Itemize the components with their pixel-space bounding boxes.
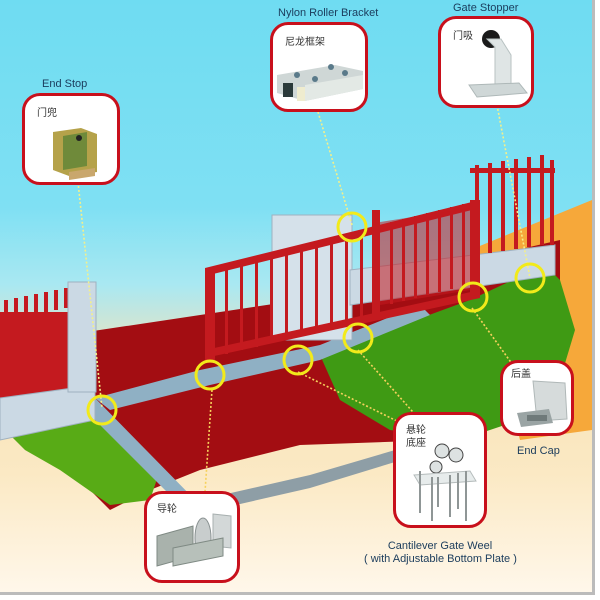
curb-bottom — [200, 450, 395, 512]
roller-bracket-icon — [277, 64, 363, 101]
cantilever-wheel-callout: 悬轮 底座 — [393, 412, 487, 528]
end-stop-bracket-icon — [53, 128, 97, 180]
curb-left — [80, 398, 200, 510]
end-cap-icon — [517, 380, 568, 427]
end-stop-cn-label: 门兜 — [37, 108, 57, 119]
end-stop-callout: 门兜 — [22, 93, 120, 185]
end-cap-title: End Cap — [517, 445, 560, 457]
guide-wheel-callout: 导轮 — [144, 491, 240, 583]
cantilever-wheel-cn-label-1: 悬轮 — [406, 425, 426, 436]
highlight-circles — [86, 211, 546, 426]
cantilever-wheel-icon — [413, 443, 477, 521]
gate-scene — [0, 104, 592, 512]
low-wall-left — [0, 384, 96, 441]
end-cap-cn-label: 后盖 — [511, 369, 531, 380]
gate-stopper-title: Gate Stopper — [453, 2, 519, 14]
guide-wheel-cn-label: 导轮 — [157, 504, 177, 515]
left-pillar — [67, 281, 97, 393]
gate-stopper-callout: 门吸 — [438, 16, 534, 108]
gate-stopper-cn-label: 门吸 — [453, 31, 473, 42]
gate-stopper-icon — [468, 30, 528, 98]
end-cap-callout: 后盖 — [500, 360, 574, 436]
guide-wheel-icon — [156, 513, 232, 567]
roller-bracket-cn-label: 尼龙框架 — [285, 37, 325, 48]
roller-bracket-callout: 尼龙框架 — [270, 22, 368, 112]
cantilever-wheel-title: Cantilever Gate Weel — [387, 540, 493, 552]
left-fence — [0, 288, 75, 398]
lawn-left — [10, 410, 160, 505]
cantilever-wheel-cn-label-2: 底座 — [406, 438, 426, 449]
cantilever-wheel-subtitle: ( with Adjustable Bottom Plate ) — [364, 553, 517, 565]
track-rail — [95, 305, 430, 410]
roller-bracket-title: Nylon Roller Bracket — [278, 7, 379, 19]
leader-lines — [77, 104, 531, 409]
end-stop-title: End Stop — [42, 78, 88, 90]
